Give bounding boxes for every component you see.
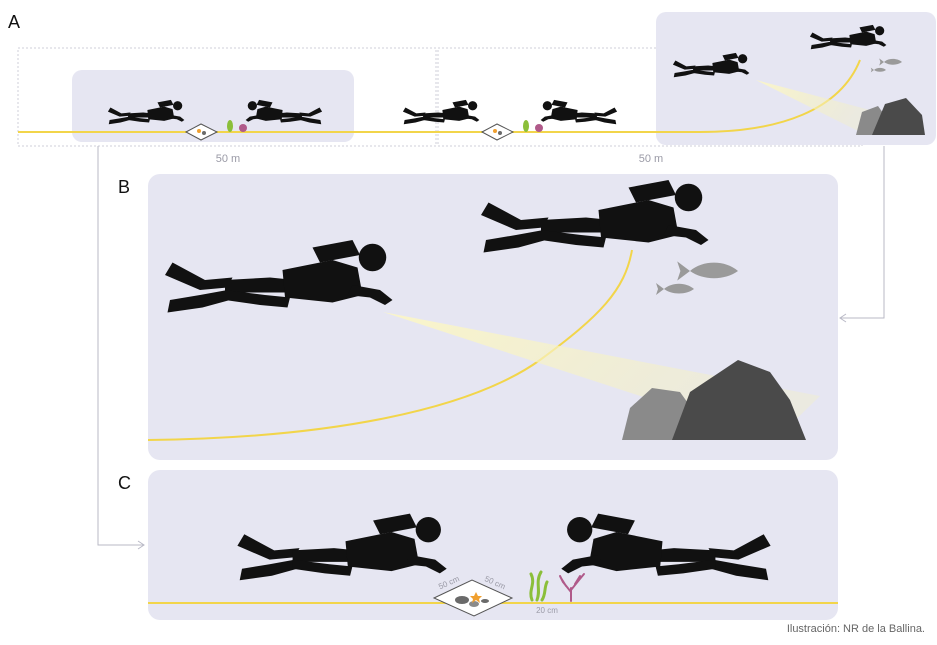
distance-label-right: 50 m	[639, 153, 663, 165]
illustration-credit: Ilustración: NR de la Ballina.	[787, 623, 925, 635]
panel-label-b: B	[118, 177, 130, 197]
distance-label-left: 50 m	[216, 153, 240, 165]
panel-label-c: C	[118, 473, 131, 493]
panel-label-a: A	[8, 12, 20, 32]
diver-icon	[541, 100, 617, 124]
diver-icon	[403, 100, 479, 124]
connector-a-to-b	[840, 146, 884, 318]
quadrat-icon	[482, 124, 513, 140]
band-width-label: 20 cm	[536, 606, 558, 615]
